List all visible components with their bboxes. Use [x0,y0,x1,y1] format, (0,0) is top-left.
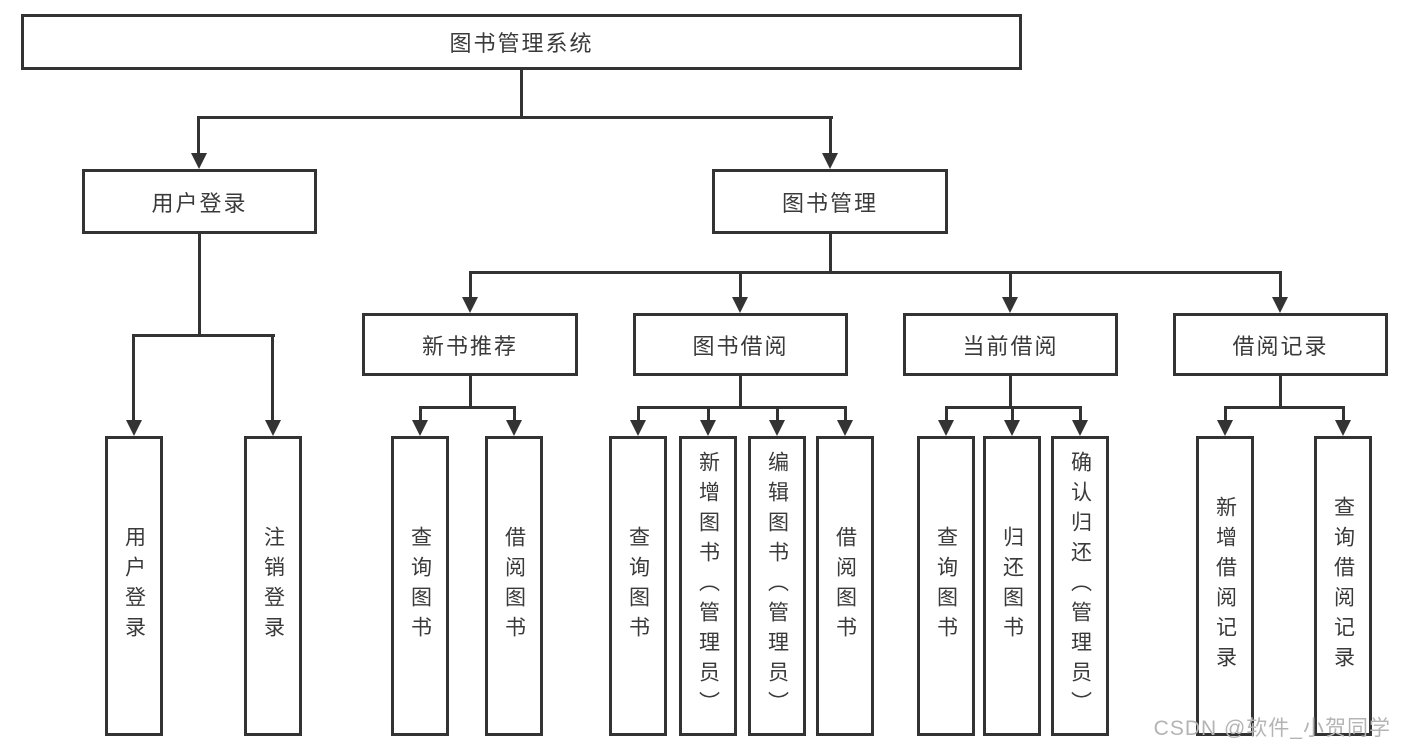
connector-line [469,376,472,409]
node-leaf-confirm-return-admin: 确认归还（管理员） [1051,436,1109,736]
node-leaf-add-book-admin: 新增图书（管理员） [679,436,737,736]
connector-line [1342,406,1345,420]
connector-line [198,234,201,336]
connector-line [197,116,833,119]
node-label: 查询图书 [626,526,650,646]
node-label: 图书借阅 [692,333,789,359]
node-leaf-edit-book-admin: 编辑图书（管理员） [748,436,806,736]
arrowhead [1217,420,1233,436]
node-label: 新增图书（管理员） [696,451,720,721]
arrowhead [506,420,522,436]
node-label: 用户登录 [151,190,248,216]
node-label: 查询图书 [934,526,958,646]
connector-line [469,271,1282,274]
node-leaf-query-books-current: 查询图书 [917,436,975,736]
node-label: 编辑图书（管理员） [765,451,789,721]
arrowhead [630,420,646,436]
node-leaf-query-books-recommend: 查询图书 [391,436,449,736]
connector-line [829,116,832,153]
node-current-borrowing: 当前借阅 [903,313,1118,376]
connector-line [132,334,275,337]
arrowhead [1072,420,1088,436]
connector-line [637,406,847,409]
node-leaf-add-borrow-record: 新增借阅记录 [1196,436,1254,736]
connector-line [637,406,640,420]
node-label: 图书管理系统 [449,31,594,56]
connector-line [271,334,274,420]
node-label: 借阅记录 [1232,333,1329,359]
node-label: 查询图书 [408,526,432,646]
arrowhead [412,420,428,436]
node-user-login: 用户登录 [82,169,317,234]
node-book-management: 图书管理 [712,169,948,234]
node-label: 借阅图书 [502,526,526,646]
node-label: 归还图书 [1000,526,1024,646]
node-label: 注销登录 [261,526,285,646]
node-leaf-query-books-borrowing: 查询图书 [609,436,667,736]
connector-line [829,234,832,274]
node-label: 图书管理 [781,190,878,216]
arrowhead [126,420,142,436]
arrowhead [1272,297,1288,313]
node-label: 用户登录 [122,526,146,646]
connector-line [1279,376,1282,409]
node-label: 新增借阅记录 [1213,496,1237,676]
connector-line [469,271,472,297]
node-label: 新书推荐 [421,333,518,359]
connector-line [707,406,710,420]
connector-line [1224,406,1345,409]
arrowhead [732,297,748,313]
connector-line [419,406,422,420]
arrowhead [1004,420,1020,436]
connector-line [419,406,516,409]
node-leaf-query-borrow-record: 查询借阅记录 [1314,436,1372,736]
arrowhead [938,420,954,436]
node-library-management-system: 图书管理系统 [21,14,1022,70]
node-new-book-recommendation: 新书推荐 [362,313,578,376]
arrowhead [769,420,785,436]
arrowhead [700,420,716,436]
connector-line [1009,376,1012,409]
arrowhead [1335,420,1351,436]
connector-line [1011,406,1014,420]
connector-line [1079,406,1082,420]
node-leaf-user-login: 用户登录 [105,436,163,736]
arrowhead [191,153,207,169]
connector-line [1279,271,1282,297]
csdn-watermark: CSDN @软件_小贺同学 [1153,717,1391,740]
node-leaf-borrow-books-borrowing: 借阅图书 [816,436,874,736]
connector-line [520,70,523,117]
arrowhead [1002,297,1018,313]
connector-line [513,406,516,420]
connector-line [945,406,948,420]
connector-line [739,271,742,297]
connector-line [844,406,847,420]
node-book-borrowing: 图书借阅 [633,313,848,376]
node-borrowing-records: 借阅记录 [1173,313,1388,376]
connector-line [132,334,135,420]
node-leaf-return-books: 归还图书 [983,436,1041,736]
connector-line [1224,406,1227,420]
connector-line [739,376,742,409]
connector-line [1009,271,1012,297]
arrowhead [265,420,281,436]
node-label: 当前借阅 [962,333,1059,359]
node-label: 查询借阅记录 [1331,496,1355,676]
connector-line [776,406,779,420]
node-leaf-borrow-books-recommend: 借阅图书 [485,436,543,736]
node-leaf-logout: 注销登录 [244,436,302,736]
node-label: 借阅图书 [833,526,857,646]
arrowhead [822,153,838,169]
connector-line [197,116,200,153]
arrowhead [462,297,478,313]
arrowhead [837,420,853,436]
node-label: 确认归还（管理员） [1068,451,1092,721]
